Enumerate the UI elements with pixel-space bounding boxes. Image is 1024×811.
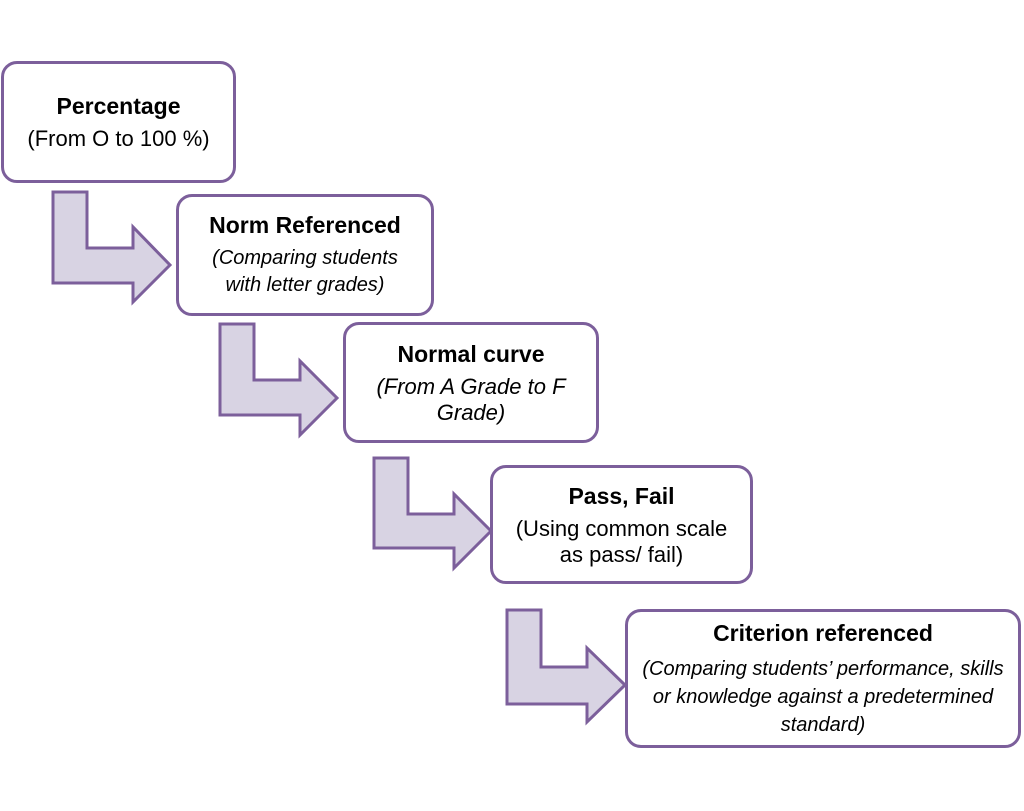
step-description: (Comparing students with letter grades): [212, 247, 398, 296]
step-description: (From A Grade to F Grade): [376, 373, 566, 425]
step-criterion-referenced: Criterion referenced (Comparing students…: [625, 609, 1021, 748]
step-title: Criterion referenced: [713, 619, 933, 646]
step-norm-referenced: Norm Referenced (Comparing students with…: [176, 194, 434, 316]
bent-arrow-right-icon: [372, 456, 494, 572]
bent-arrow-right-icon: [218, 322, 340, 439]
bent-arrow-right-icon: [51, 190, 173, 306]
step-pass-fail: Pass, Fail (Using common scale as pass/ …: [490, 465, 753, 584]
step-percentage: Percentage (From O to 100 %): [1, 61, 236, 183]
step-title: Pass, Fail: [568, 482, 675, 509]
step-description: (From O to 100 %): [27, 126, 210, 151]
bent-arrow-right-icon: [505, 608, 628, 726]
step-description: (Comparing students’ performance, skills…: [642, 657, 1004, 736]
step-title: Norm Referenced: [209, 212, 401, 238]
step-normal-curve: Normal curve (From A Grade to F Grade): [343, 322, 599, 443]
step-title: Normal curve: [397, 340, 545, 367]
step-title: Percentage: [56, 93, 181, 119]
step-description: (Using common scale as pass/ fail): [515, 515, 728, 567]
